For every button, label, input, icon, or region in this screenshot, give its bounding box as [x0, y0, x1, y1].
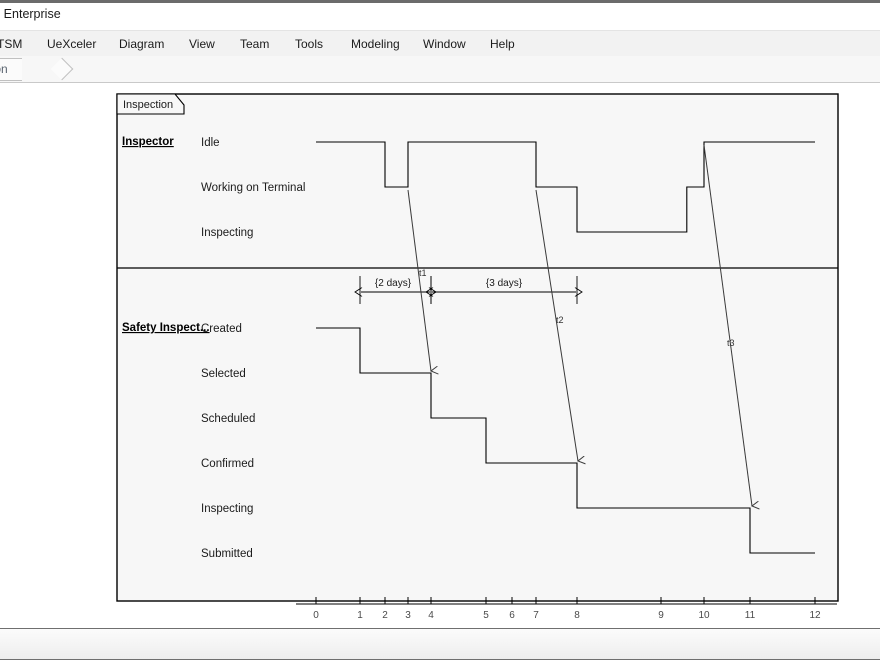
state-label-2: Inspecting — [201, 227, 253, 239]
message-t3[interactable]: t3 — [703, 144, 752, 506]
axis-tick-label-3: 3 — [405, 610, 411, 621]
window-title: radigm Enterprise — [0, 7, 61, 21]
state-label-1: Selected — [201, 368, 246, 380]
state-label-2: Scheduled — [201, 413, 255, 425]
menu-item-modeling[interactable]: Modeling — [351, 37, 400, 51]
message-t2[interactable]: t2 — [535, 189, 578, 461]
menu-item-team[interactable]: Team — [240, 37, 270, 51]
message-label: t1 — [419, 268, 427, 278]
menu-item-help[interactable]: Help — [490, 37, 515, 51]
axis-tick-label-8: 8 — [574, 610, 580, 621]
message-label: t3 — [727, 338, 735, 348]
state-label-5: Submitted — [201, 548, 253, 560]
axis-tick-label-5: 5 — [483, 610, 489, 621]
title-bar: radigm Enterprise — [0, 0, 880, 31]
duration-label: {3 days} — [486, 278, 523, 289]
menu-item-window[interactable]: Window — [423, 37, 466, 51]
axis-tick-label-2: 2 — [382, 610, 388, 621]
menu-bar: TSM UeXceler Diagram View Team Tools Modeling W… — [0, 30, 880, 58]
message-t1[interactable]: t1 — [407, 189, 431, 371]
menu-item-view[interactable]: View — [189, 37, 215, 51]
message-line[interactable] — [407, 189, 431, 371]
axis-tick-label-11: 11 — [745, 610, 756, 621]
menu-item-uexceler[interactable]: UeXceler — [47, 37, 97, 51]
lifeline-safety-inspect-[interactable]: Safety Inspect...CreatedSelectedSchedule… — [122, 322, 815, 560]
message-line[interactable] — [535, 189, 578, 461]
state-label-4: Inspecting — [201, 503, 253, 515]
axis-tick-label-1: 1 — [357, 610, 363, 621]
menu-item-tsm[interactable]: TSM — [0, 37, 23, 51]
menu-item-diagram[interactable]: Diagram — [119, 37, 165, 51]
axis-tick-label-4: 4 — [428, 610, 434, 621]
lifeline-name: Inspector — [122, 136, 174, 148]
axis-tick-label-0: 0 — [313, 610, 319, 621]
message-label: t2 — [556, 315, 564, 325]
state-waveform[interactable] — [316, 141, 815, 233]
axis-tick-label-7: 7 — [533, 610, 539, 621]
menu-item-tools[interactable]: Tools — [295, 37, 324, 51]
frame-name-tag — [116, 93, 185, 115]
duration-label: {2 days} — [375, 278, 412, 289]
state-label-3: Confirmed — [201, 458, 254, 470]
breadcrumb-tab-inspection[interactable]: pection — [0, 58, 22, 81]
window-top-border — [0, 0, 880, 3]
state-label-0: Idle — [201, 137, 220, 149]
axis-tick-label-9: 9 — [658, 610, 664, 621]
axis-tick-label-6: 6 — [509, 610, 515, 621]
axis-tick-label-12: 12 — [809, 610, 821, 621]
frame-label: Inspection — [123, 99, 173, 111]
lifeline-name: Safety Inspect... — [122, 322, 210, 334]
message-line[interactable] — [703, 144, 752, 506]
status-bar — [0, 628, 880, 660]
diagram-frame[interactable] — [116, 93, 839, 602]
breadcrumb-bar: pection — [0, 56, 880, 83]
state-label-0: Created — [201, 323, 242, 335]
state-waveform[interactable] — [316, 327, 815, 554]
state-label-1: Working on Terminal — [201, 182, 305, 194]
axis-tick-label-10: 10 — [698, 610, 710, 621]
